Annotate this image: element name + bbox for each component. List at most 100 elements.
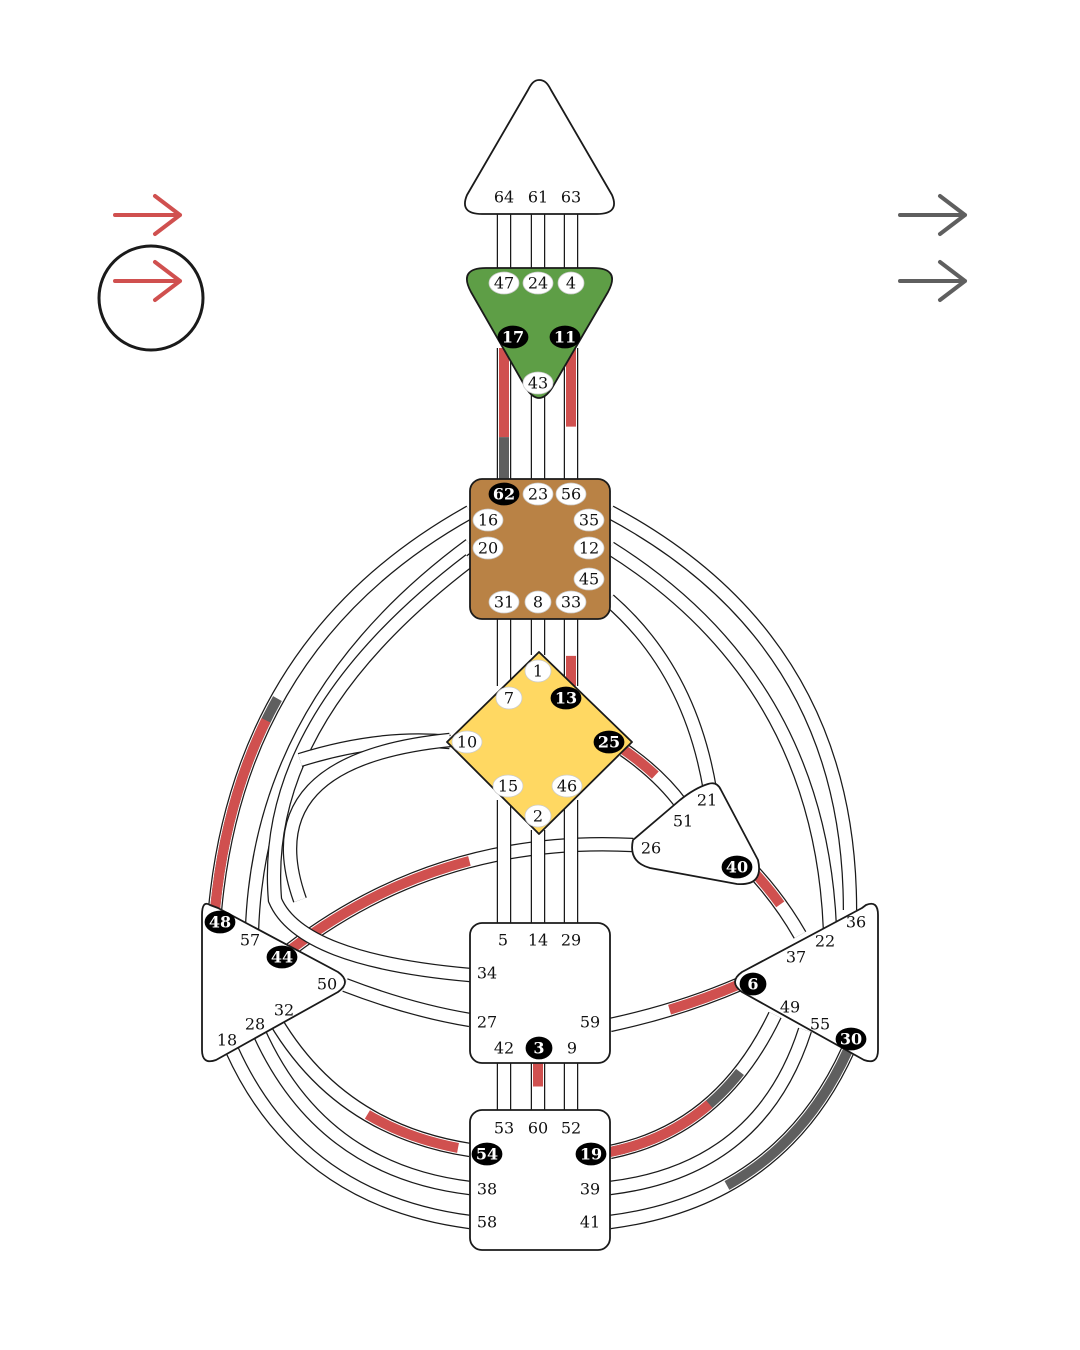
gate-number: 33 xyxy=(561,593,581,612)
gate-1: 1 xyxy=(524,659,552,683)
center-root xyxy=(469,1109,611,1251)
channel-fill xyxy=(342,979,471,1026)
gate-number: 60 xyxy=(528,1119,548,1138)
gate-badge xyxy=(573,536,605,560)
arrows-layer xyxy=(97,194,967,352)
gate-number: 50 xyxy=(317,975,337,994)
gate-badge xyxy=(495,686,523,710)
gate-number: 34 xyxy=(477,964,497,983)
gate-badge xyxy=(522,482,554,506)
gate-57: 57 xyxy=(240,931,260,950)
gate-badge xyxy=(492,774,524,798)
gate-35: 35 xyxy=(573,508,605,532)
gate-2: 2 xyxy=(524,804,552,828)
channel-outline xyxy=(268,1016,472,1158)
gate-badge xyxy=(739,972,767,996)
gate-badge xyxy=(451,730,483,754)
gate-number: 29 xyxy=(561,931,581,950)
gate-badge xyxy=(549,325,581,349)
gate-number: 1 xyxy=(533,662,543,681)
center-throat xyxy=(469,478,611,620)
gate-number: 27 xyxy=(477,1013,497,1032)
gate-61: 61 xyxy=(528,188,548,207)
gate-number: 19 xyxy=(580,1145,602,1164)
channel-20-34 xyxy=(266,554,475,983)
channel-fill xyxy=(252,1027,471,1194)
gate-number: 56 xyxy=(561,485,581,504)
gate-60: 60 xyxy=(528,1119,548,1138)
gate-badge xyxy=(472,508,504,532)
gate-64: 64 xyxy=(494,188,514,207)
gate-number: 12 xyxy=(579,539,599,558)
gate-number: 28 xyxy=(245,1015,265,1034)
gate-12: 12 xyxy=(573,536,605,560)
gate-20: 20 xyxy=(472,536,504,560)
gate-number: 20 xyxy=(478,539,498,558)
arrow-icon xyxy=(113,194,182,236)
gate-number: 14 xyxy=(528,931,548,950)
channel-10-57 xyxy=(282,732,451,903)
gate-number: 15 xyxy=(498,777,518,796)
gate-22: 22 xyxy=(815,932,835,951)
channel-activation-red xyxy=(609,1012,780,1157)
centers-layer xyxy=(201,79,879,1251)
gate-17: 17 xyxy=(497,325,529,349)
gate-number: 41 xyxy=(580,1213,600,1232)
gate-47: 47 xyxy=(488,271,520,295)
gate-badge xyxy=(551,774,583,798)
gate-54: 54 xyxy=(471,1142,503,1166)
center-sacral xyxy=(469,922,611,1064)
gate-badge xyxy=(522,371,554,395)
gate-number: 46 xyxy=(557,777,577,796)
gate-number: 44 xyxy=(271,948,293,967)
channel-fill xyxy=(609,1028,811,1194)
gate-number: 22 xyxy=(815,932,835,951)
gate-37: 37 xyxy=(786,948,806,967)
gate-number: 61 xyxy=(528,188,548,207)
gate-number: 30 xyxy=(840,1030,862,1049)
gate-badge xyxy=(555,482,587,506)
gate-41: 41 xyxy=(580,1213,600,1232)
gate-number: 25 xyxy=(598,733,620,752)
center-solar-plexus xyxy=(734,902,879,1063)
gate-badge xyxy=(721,855,753,879)
gate-9: 9 xyxy=(567,1039,577,1058)
gate-number: 49 xyxy=(780,998,800,1017)
gate-number: 3 xyxy=(533,1039,544,1058)
channel-30-41 xyxy=(609,1047,855,1230)
gate-number: 39 xyxy=(580,1180,600,1199)
gate-13: 13 xyxy=(550,686,582,710)
gate-51: 51 xyxy=(673,812,693,831)
gate-number: 23 xyxy=(528,485,548,504)
gate-11: 11 xyxy=(549,325,581,349)
gate-number: 32 xyxy=(274,1001,294,1020)
gate-number: 21 xyxy=(697,791,717,810)
gate-number: 47 xyxy=(494,274,514,293)
gate-badge xyxy=(524,804,552,828)
gate-number: 58 xyxy=(477,1213,497,1232)
gate-number: 37 xyxy=(786,948,806,967)
channel-activation-red xyxy=(270,1017,471,1155)
gate-4: 4 xyxy=(557,271,585,295)
gate-number: 26 xyxy=(641,839,661,858)
arrow-right-top xyxy=(898,194,967,236)
gate-number: 64 xyxy=(494,188,514,207)
center-head xyxy=(464,79,615,215)
channel-59-6 xyxy=(608,977,743,1033)
gate-number: 53 xyxy=(494,1119,514,1138)
gate-number: 59 xyxy=(580,1013,600,1032)
gate-48: 48 xyxy=(204,910,236,934)
gate-number: 2 xyxy=(533,807,543,826)
gate-26: 26 xyxy=(641,839,661,858)
gate-number: 36 xyxy=(846,913,866,932)
gate-21: 21 xyxy=(697,791,717,810)
gate-55: 55 xyxy=(810,1015,830,1034)
channel-32-54 xyxy=(268,1016,472,1158)
center-g xyxy=(446,651,633,835)
gate-badge xyxy=(497,325,529,349)
gate-16: 16 xyxy=(472,508,504,532)
channel-20-57 xyxy=(244,539,475,931)
gate-5: 5 xyxy=(498,931,508,950)
gate-badge xyxy=(525,1036,553,1060)
